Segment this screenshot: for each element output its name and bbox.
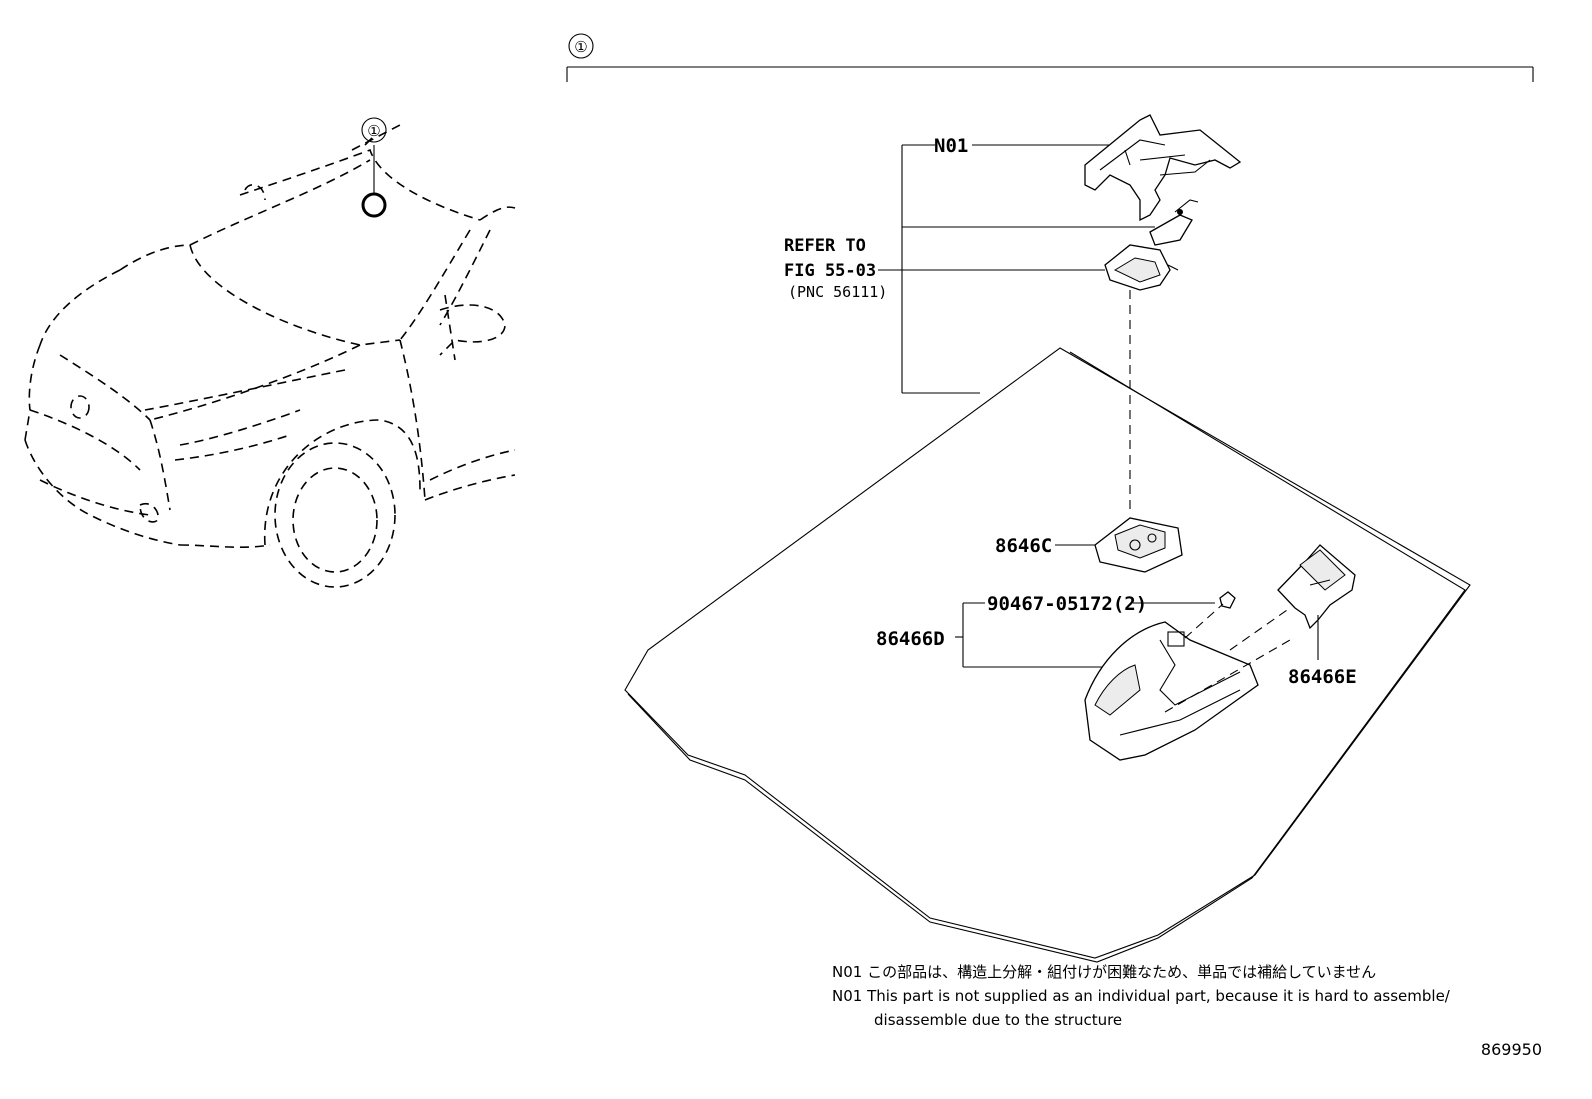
label-90467: 90467-05172(2) xyxy=(987,593,1147,615)
assembly-bracket: ① xyxy=(566,33,1534,82)
label-86466d: 86466D xyxy=(876,628,945,650)
note-english-line-2: disassemble due to the structure xyxy=(874,1011,1123,1029)
note-english-line-1: N01 This part is not supplied as an indi… xyxy=(832,987,1450,1005)
assembly-reference-number: ① xyxy=(574,38,587,56)
label-n01: N01 xyxy=(934,135,968,157)
label-86466e: 86466E xyxy=(1288,666,1357,688)
refer-note: REFER TO FIG 55-03 (PNC 56111) xyxy=(784,236,1105,301)
part-86466e-cover: 86466E xyxy=(1277,544,1357,688)
vehicle-outline: ① xyxy=(24,117,516,588)
illustration-code: 869950 xyxy=(1480,1040,1542,1059)
label-8646c: 8646C xyxy=(995,535,1052,557)
part-clip xyxy=(1219,591,1236,609)
refer-line-1: REFER TO xyxy=(784,236,866,256)
part-harness xyxy=(1149,199,1199,246)
refer-line-3: (PNC 56111) xyxy=(788,283,887,301)
refer-line-2: FIG 55-03 xyxy=(784,261,876,281)
group-86466d: 86466D 90467-05172(2) xyxy=(876,593,1215,668)
n01-group: N01 xyxy=(901,135,1155,394)
sensor-location-marker xyxy=(361,192,387,218)
part-8646c-camera: 8646C xyxy=(995,517,1183,573)
part-86466d-cover xyxy=(1084,621,1259,761)
vehicle-reference-number: ① xyxy=(367,122,380,140)
note-japanese: N01 この部品は、構造上分解・組付けが困難なため、単品では補給していません xyxy=(832,963,1377,981)
notes: N01 この部品は、構造上分解・組付けが困難なため、単品では補給していません N… xyxy=(832,960,1450,1032)
part-upper-bracket xyxy=(1084,114,1242,222)
windshield-glass xyxy=(624,347,1471,959)
vehicle-reference-circle xyxy=(361,117,387,143)
part-camera-bracket xyxy=(1104,244,1179,291)
